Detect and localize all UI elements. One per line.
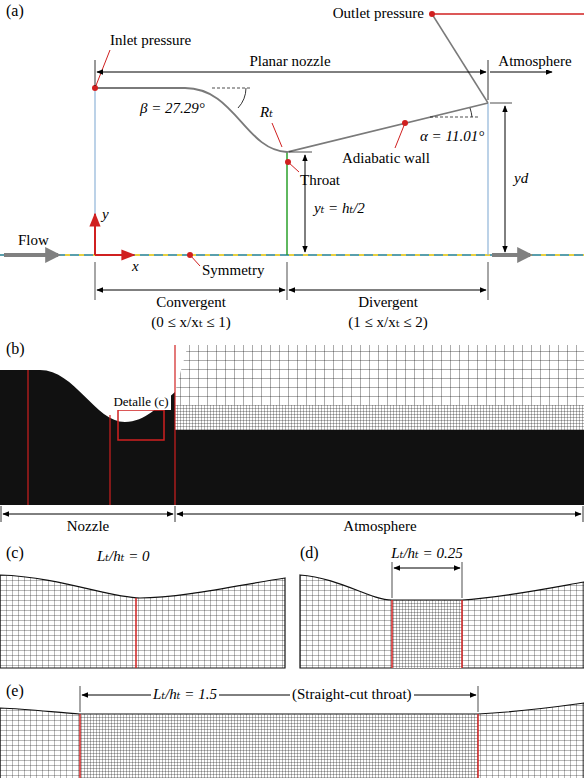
panel-tag: (b) bbox=[4, 340, 27, 357]
radius-label: Rₜ bbox=[258, 104, 275, 121]
boundary-label: Inlet pressure bbox=[108, 32, 193, 49]
region-label: Convergent bbox=[154, 294, 228, 311]
region-range: (0 ≤ x/xₜ ≤ 1) bbox=[149, 314, 232, 331]
boundary-label: Throat bbox=[298, 172, 342, 189]
dimension-label: Atmosphere bbox=[341, 518, 418, 535]
region-range: (1 ≤ x/xₜ ≤ 2) bbox=[346, 314, 429, 331]
dimension-label: Nozzle bbox=[65, 518, 111, 535]
axis-label: y bbox=[100, 206, 111, 223]
boundary-label: Adiabatic wall bbox=[340, 150, 432, 167]
detail-label: Detalle (c) bbox=[111, 393, 170, 410]
angle-label: α = 11.01° bbox=[418, 128, 486, 145]
dimension-label: Atmosphere bbox=[496, 53, 573, 70]
panel-tag: (d) bbox=[298, 544, 321, 561]
panel-tag: (e) bbox=[4, 682, 26, 699]
ratio-label: Lₜ/hₜ = 0.25 bbox=[389, 545, 464, 562]
flow-label: Flow bbox=[16, 232, 51, 249]
ratio-label: Lₜ/hₜ = 0 bbox=[95, 548, 152, 565]
panel-tag: (a) bbox=[4, 2, 26, 19]
panel-tag: (c) bbox=[4, 544, 26, 561]
boundary-label: Symmetry bbox=[200, 262, 267, 279]
boundary-label: Outlet pressure bbox=[331, 5, 426, 22]
axis-label: x bbox=[130, 258, 141, 275]
note-label: (Straight-cut throat) bbox=[290, 686, 414, 703]
dimension-label: yₜ = hₜ/2 bbox=[312, 200, 367, 217]
dimension-label: yd bbox=[512, 170, 530, 187]
angle-label: β = 27.29° bbox=[138, 100, 207, 117]
ratio-label: Lₜ/hₜ = 1.5 bbox=[151, 686, 219, 703]
dimension-label: Planar nozzle bbox=[247, 53, 332, 70]
region-label: Divergent bbox=[356, 294, 420, 311]
